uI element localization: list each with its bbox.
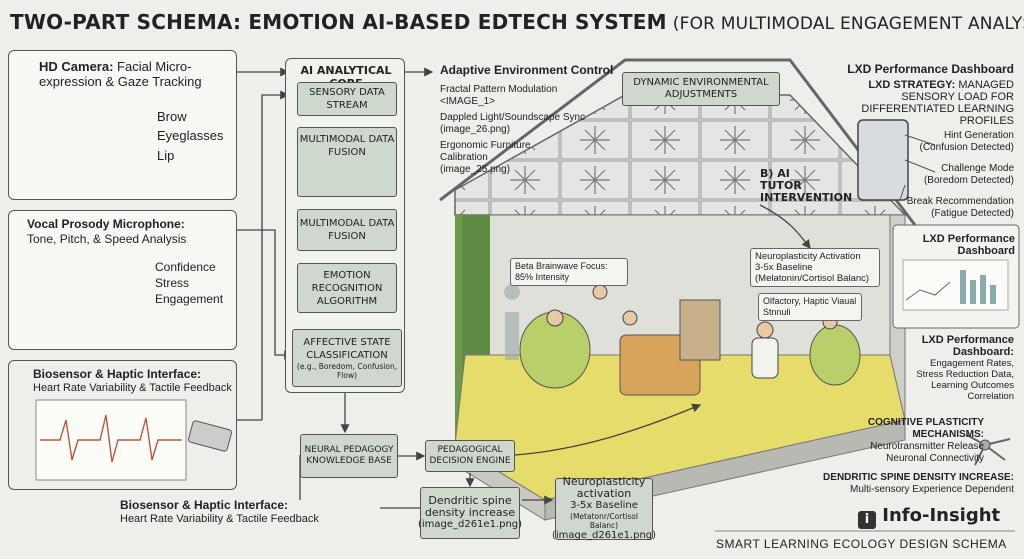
environment-title: Adaptive Environment Control xyxy=(440,63,614,77)
mic-label-confidence: Confidence xyxy=(155,260,216,274)
dashboard-bar xyxy=(960,270,966,304)
camera-panel: HD Camera: Facial Micro-expression & Gaz… xyxy=(8,50,237,200)
brand-icon: i xyxy=(858,511,876,529)
arrow-tutor-neuro xyxy=(759,204,811,250)
env-item-furniture: Ergonomic Furniture Calibration xyxy=(440,140,531,163)
lxd-strategy: LXD STRATEGY: MANAGED SENSORY LOAD FOR D… xyxy=(861,79,1014,127)
dynamic-adjustments-box: DYNAMIC ENVIRONMENTAL ADJUSTMENTS xyxy=(622,72,780,106)
dendritic-box: Dendritic spine density increase (image_… xyxy=(418,487,522,539)
tablet-device xyxy=(857,119,909,201)
core-step-affective: AFFECTIVE STATE CLASSIFICATION (e.g., Bo… xyxy=(292,329,402,387)
neuro-activation-box: Neuroplasticity activation 3-5x Baseline… xyxy=(551,475,657,542)
footer-caption: SMART LEARNING ECOLOGY DESIGN SCHEMA xyxy=(716,537,1007,551)
dashboard-bar xyxy=(990,285,996,304)
tutor-intervention-label: B) AI TUTOR INTERVENTION xyxy=(760,167,853,204)
mic-label-engagement: Engagement xyxy=(155,292,224,306)
microphone-panel: Vocal Prosody Microphone: Tone, Pitch, &… xyxy=(8,210,237,350)
cognitive-plasticity: COGNITIVE PLASTICITY MECHANISMS: Neurotr… xyxy=(867,417,984,464)
neuron-icon xyxy=(966,434,1011,466)
biosensor-caption-title: Biosensor & Haptic Interface: xyxy=(120,498,289,512)
dashboard-bar xyxy=(980,275,986,304)
biosensor-caption: Biosensor & Haptic Interface: Heart Rate… xyxy=(120,498,320,526)
biosensor-caption-desc: Heart Rate Variability & Tactile Feedbac… xyxy=(120,513,319,525)
person-center-head xyxy=(622,310,638,326)
env-item-light: Dappled Light/Soundscape Sync xyxy=(440,112,586,123)
person-right-head xyxy=(756,321,774,339)
lxd-header: LXD Performance Dashboard xyxy=(847,62,1014,76)
knowledge-base-box: NEURAL PEDAGOGY KNOWLEDGE BASE xyxy=(300,434,398,478)
person-left-head xyxy=(546,309,564,327)
room-roof-outline xyxy=(439,58,917,226)
title-main: TWO-PART SCHEMA: EMOTION AI-BASED EDTECH… xyxy=(10,10,667,34)
tablet-item-challenge: Challenge Mode (Boredom Detected) xyxy=(923,163,1014,186)
env-item-fractal: Fractal Pattern Modulation xyxy=(440,84,558,95)
env-item-light-file: (image_26.png) xyxy=(440,124,511,135)
affective-note: (e.g., Boredom, Confusion, Flow) xyxy=(296,362,398,380)
page-title: TWO-PART SCHEMA: EMOTION AI-BASED EDTECH… xyxy=(10,10,1024,34)
camera-label-eyeglasses: Eyeglasses xyxy=(157,128,224,143)
olfactory-note: Olfactory, Haptic Viaual Stnnuli xyxy=(758,293,862,321)
microphone-title: Vocal Prosody Microphone: xyxy=(27,217,185,231)
arrow-mic-core xyxy=(261,90,290,230)
biosensor-panel: Biosensor & Haptic Interface: Heart Rate… xyxy=(8,360,237,490)
neuro-activation-note: Neuroplasticity Activation 3-5x Baseline… xyxy=(750,248,880,287)
camera-label-brow: Brow xyxy=(157,109,187,124)
arrow-engine-room xyxy=(514,403,702,456)
ecg-line xyxy=(40,414,182,463)
biosensor-title: Biosensor & Haptic Interface: xyxy=(33,367,202,381)
tablet-item-break: Break Recommendation (Fatigue Detected) xyxy=(906,196,1014,219)
biosensor-desc: Heart Rate Variability & Tactile Feedbac… xyxy=(33,382,232,394)
core-step-emotion: EMOTION RECOGNITION ALGORITHM xyxy=(297,263,397,313)
pod-chair-right xyxy=(809,324,861,386)
lxd-dash2: LXD Performance Dashboard: Engagement Ra… xyxy=(916,334,1014,402)
brand-logo: i Info-Insight xyxy=(858,505,1000,529)
core-step-fusion-2: MULTIMODAL DATA FUSION xyxy=(297,209,397,251)
camera-label-lip: Lip xyxy=(157,148,175,163)
camera-desc: Facial Micro-expression & Gaze Tracking xyxy=(39,59,202,89)
core-step-sensory: SENSORY DATA STREAM xyxy=(297,82,397,116)
arrow-affective xyxy=(237,229,294,360)
core-step-fusion-1: MULTIMODAL DATA FUSION xyxy=(297,127,397,197)
room-ceiling xyxy=(454,94,907,216)
tablet-item-hint: Hint Generation (Confusion Detected) xyxy=(919,130,1015,153)
decision-engine-box: PEDAGOGICAL DECISION ENGINE xyxy=(425,440,515,472)
mic-label-stress: Stress xyxy=(155,276,190,290)
env-item-fractal-file: <IMAGE_1> xyxy=(440,96,496,107)
person-right-body xyxy=(751,337,779,379)
beta-brainwave-note: Beta Brainwave Focus: 85% Intensity xyxy=(510,258,628,286)
person-standing-head xyxy=(592,284,608,300)
center-screen xyxy=(679,299,721,361)
ghost-person xyxy=(504,284,521,360)
microphone-desc: Tone, Pitch, & Speed Analysis xyxy=(27,232,187,246)
dendritic-right: DENDRITIC SPINE DENSITY INCREASE: Multi-… xyxy=(823,472,1014,495)
env-item-furniture-file: (image_25.png) xyxy=(440,164,511,175)
camera-title: HD Camera: xyxy=(39,59,114,74)
haptic-pad xyxy=(188,420,232,452)
lxd-dash-title: LXD Performance Dashboard xyxy=(922,233,1015,257)
title-sub: (FOR MULTIMODAL ENGAGEMENT ANALYSIS) xyxy=(672,14,1024,34)
dashboard-line xyxy=(905,281,951,301)
dashboard-bar xyxy=(970,280,976,304)
